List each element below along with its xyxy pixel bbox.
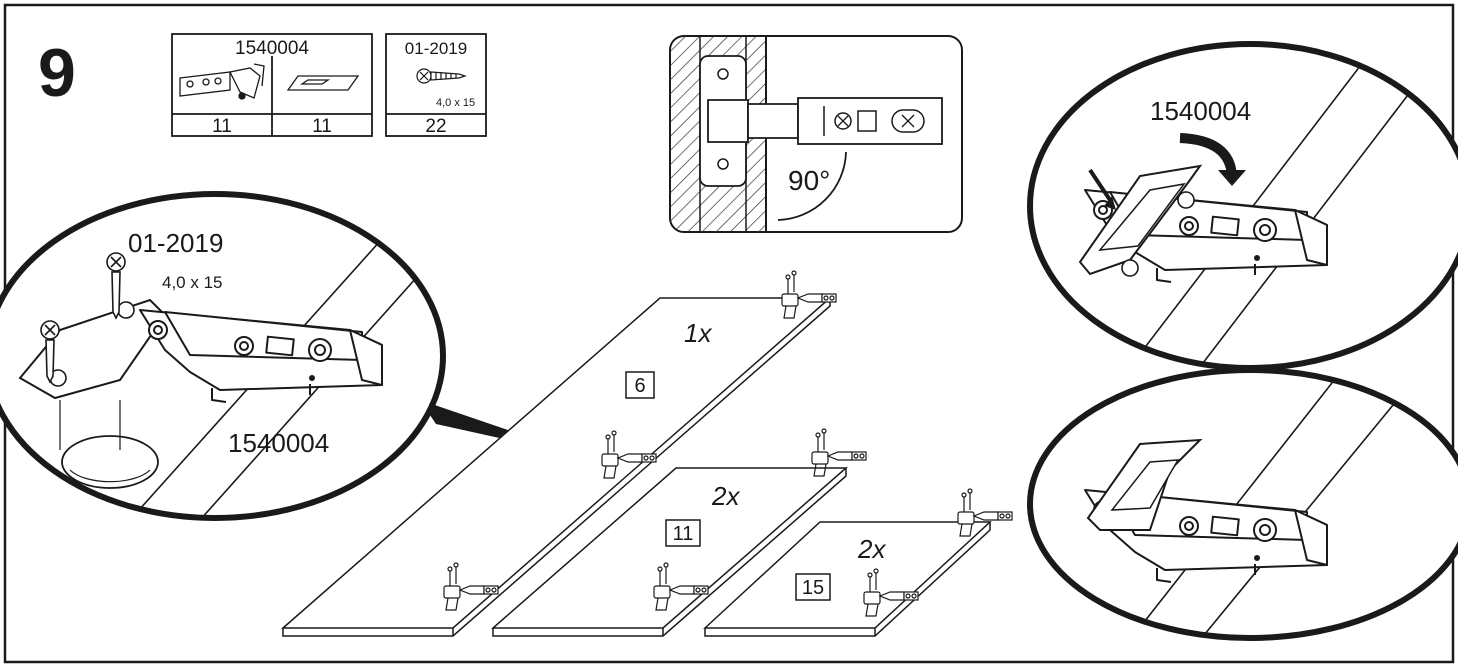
part-code-hinge: 1540004 — [235, 38, 309, 59]
hinge-part-icon — [179, 63, 265, 100]
angle-detail-panel: 90° — [669, 35, 963, 233]
qty-screw: 22 — [425, 116, 446, 137]
screw-size-label: 4,0 x 15 — [162, 273, 223, 292]
door-panels — [281, 297, 992, 637]
door-panel-number-2: 11 — [673, 523, 694, 545]
qty-plate: 11 — [312, 116, 332, 137]
hinge-code-label-right: 1540004 — [1150, 96, 1251, 126]
screw-code-label: 01-2019 — [128, 228, 223, 258]
door-qty-2: 2x — [711, 481, 740, 511]
detail-magnifier-left: 01-2019 4,0 x 15 1540004 — [0, 191, 590, 521]
hinge-code-label-left: 1540004 — [228, 428, 329, 458]
parts-box-hinge: 1540004 11 11 — [171, 33, 373, 137]
qty-hinge: 11 — [212, 116, 232, 137]
door-panel-number-1: 6 — [634, 375, 645, 397]
door-panel-number-3: 15 — [802, 577, 824, 599]
screw-part-icon — [416, 68, 467, 84]
mounting-plate-icon — [286, 75, 360, 91]
angle-label: 90° — [788, 165, 830, 196]
door-qty-1: 1x — [684, 318, 712, 348]
part-size-screw: 4,0 x 15 — [436, 97, 475, 109]
door-qty-3: 2x — [857, 534, 886, 564]
part-code-screw: 01-2019 — [405, 39, 467, 58]
detail-magnifier-right-bottom — [1027, 367, 1458, 641]
step-number: 9 — [38, 35, 76, 111]
parts-box-screw: 01-2019 4,0 x 15 22 — [385, 33, 487, 137]
